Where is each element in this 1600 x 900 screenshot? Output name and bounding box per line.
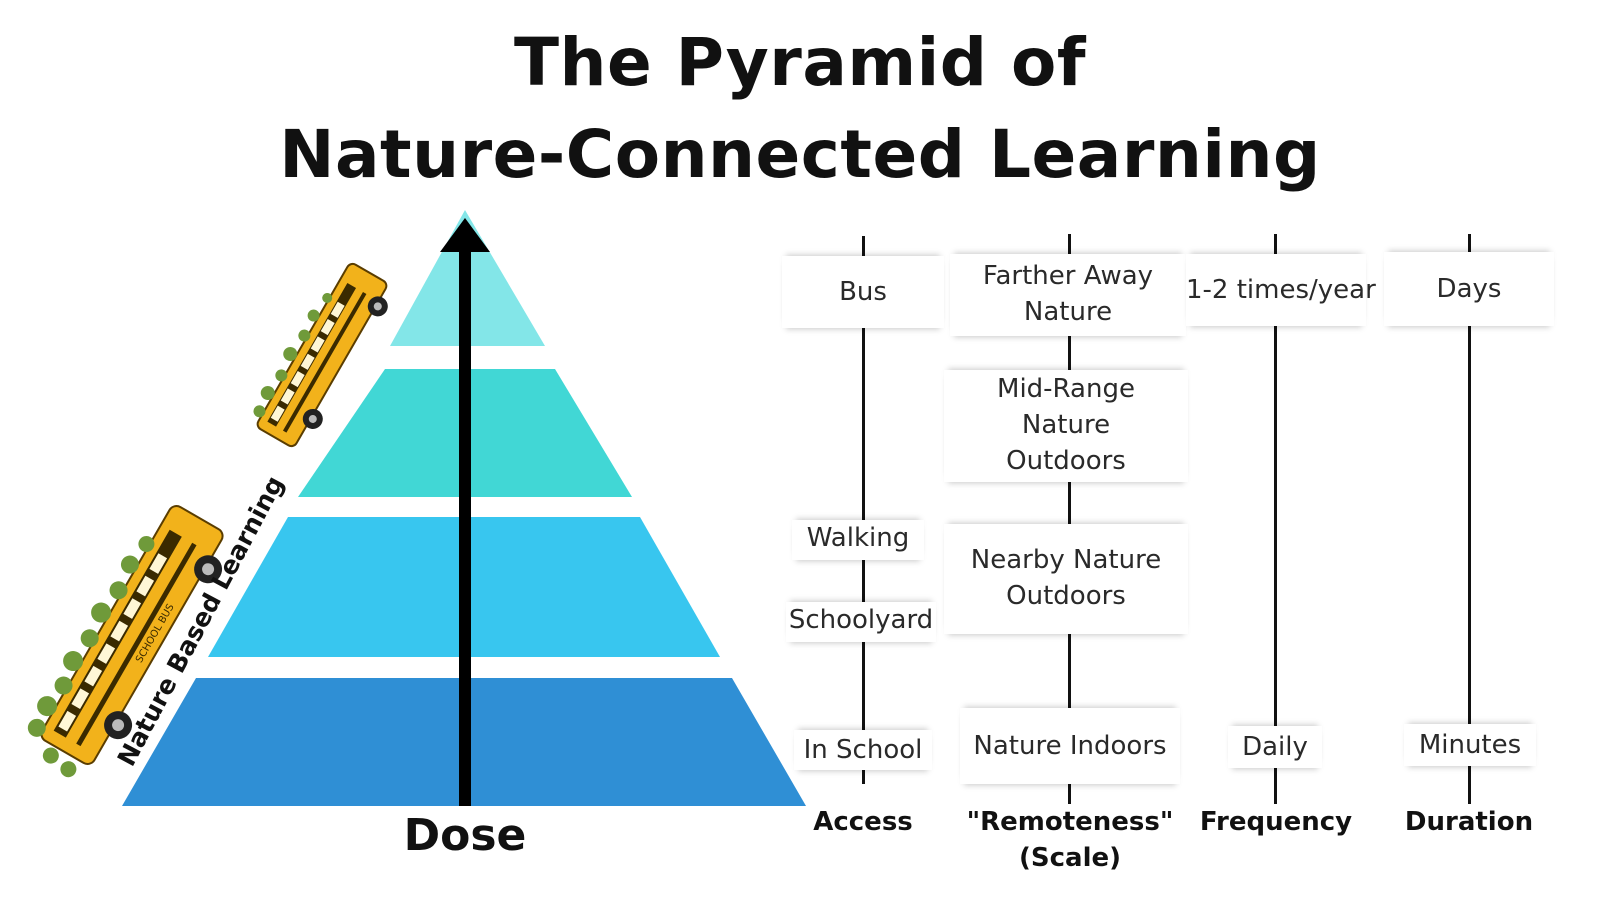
remoteness-indoors-box xyxy=(960,708,1180,784)
remoteness-label-indoors: Nature Indoors xyxy=(973,731,1167,761)
remoteness-label-nearby-line2: Outdoors xyxy=(1006,581,1126,611)
page-title-line-1: The Pyramid of xyxy=(513,24,1087,101)
access-header: Access xyxy=(813,807,913,837)
frequency-label-daily: Daily xyxy=(1242,732,1308,762)
access-walking-box xyxy=(792,520,924,560)
pyramid-diagram: SCHOOL BUS Nature Based Learning xyxy=(27,210,806,806)
duration-axis-line xyxy=(1468,234,1471,804)
frequency-daily-box xyxy=(1228,726,1322,768)
access-schoolyard-box xyxy=(786,602,936,642)
frequency-header: Frequency xyxy=(1199,807,1353,837)
duration-label-minutes: Minutes xyxy=(1418,730,1522,760)
school-bus-lower-icon: SCHOOL BUS xyxy=(27,505,224,778)
page-title-line-2: Nature-Connected Learning xyxy=(279,116,1321,193)
remoteness-label-farther-line1: Farther Away xyxy=(982,261,1154,291)
remoteness-nearby-box xyxy=(944,524,1188,634)
remoteness-mid-range-box xyxy=(944,370,1188,482)
remoteness-axis-line xyxy=(1068,234,1071,804)
access-bus-box xyxy=(782,256,944,328)
frequency-label-yearly: 1-2 times/year xyxy=(1186,275,1376,305)
access-axis-line xyxy=(862,236,865,784)
duration-header: Duration xyxy=(1404,807,1534,837)
remoteness-label-farther-line2: Nature xyxy=(1023,297,1113,327)
duration-minutes-box xyxy=(1404,724,1536,766)
duration-label-days: Days xyxy=(1436,274,1502,304)
access-label-in-school: In School xyxy=(803,735,923,765)
dose-label: Dose xyxy=(403,810,527,861)
access-label-schoolyard: Schoolyard xyxy=(788,605,934,635)
access-label-bus: Bus xyxy=(839,277,887,307)
remoteness-header: "Remoteness" xyxy=(966,807,1174,837)
access-label-walking: Walking xyxy=(806,523,910,553)
school-bus-upper-icon xyxy=(253,262,388,448)
access-in-school-box xyxy=(794,730,932,770)
frequency-yearly-box xyxy=(1186,254,1366,326)
remoteness-farther-box xyxy=(950,254,1186,336)
remoteness-label-mid-line2: Nature xyxy=(1021,410,1111,440)
remoteness-header-scale: (Scale) xyxy=(1019,843,1121,873)
dose-arrow xyxy=(440,218,490,806)
duration-days-box xyxy=(1384,252,1554,326)
remoteness-label-mid-line1: Mid-Range xyxy=(997,374,1135,404)
frequency-axis-line xyxy=(1274,234,1277,804)
remoteness-label-nearby-line1: Nearby Nature xyxy=(970,545,1162,575)
remoteness-label-mid-line3: Outdoors xyxy=(1006,446,1126,476)
